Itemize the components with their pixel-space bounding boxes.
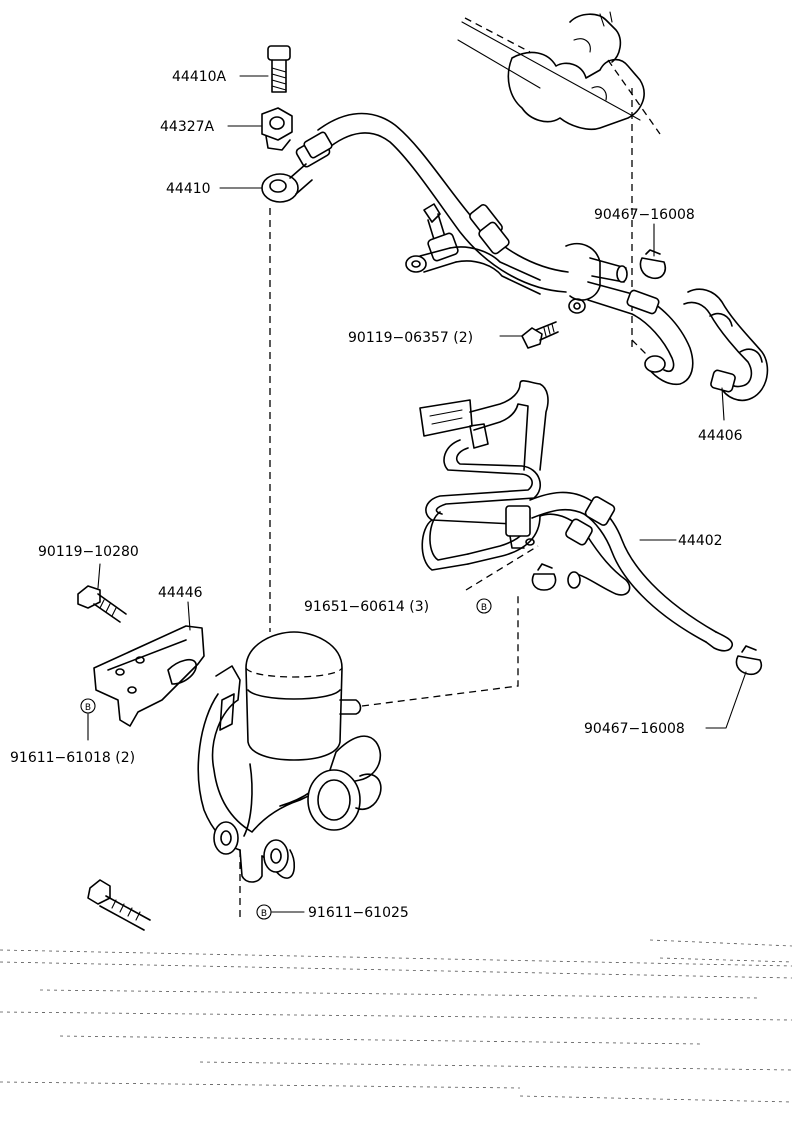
marker-b-91611-61018: B bbox=[80, 698, 96, 714]
hose-clamp-90467-top bbox=[639, 249, 667, 280]
oil-cooler-pipe bbox=[419, 380, 734, 652]
callout-44410: 44410 bbox=[166, 181, 211, 197]
bolt-90119-10280 bbox=[77, 585, 127, 623]
hose-clamp-90467-bottom bbox=[735, 645, 763, 676]
callout-44327A: 44327A bbox=[160, 119, 215, 135]
callout-90119-06357: 90119−06357 (2) bbox=[348, 330, 473, 346]
callout-90467-16008-top: 90467−16008 bbox=[594, 207, 695, 223]
marker-b-91651: B bbox=[476, 598, 492, 614]
leader-lines bbox=[87, 75, 747, 741]
scan-artifacts bbox=[0, 939, 792, 1103]
callout-91611-61025: 91611−61025 bbox=[308, 905, 409, 921]
marker-b-label-3: B bbox=[261, 909, 267, 919]
connection-lines bbox=[239, 208, 539, 918]
callout-90467-16008-bottom: 90467−16008 bbox=[584, 721, 685, 737]
union-fitting-44410 bbox=[261, 163, 313, 203]
marker-b-91611-61025: B bbox=[256, 904, 305, 920]
power-steering-pump bbox=[197, 631, 382, 883]
pressure-hose bbox=[295, 112, 569, 293]
callout-44402: 44402 bbox=[678, 533, 723, 549]
marker-b-label-2: B bbox=[85, 703, 91, 713]
bolt-90119-06357 bbox=[521, 321, 559, 349]
hose-clamp-bracket bbox=[405, 203, 628, 314]
callout-44406: 44406 bbox=[698, 428, 743, 444]
hose-clamp-small bbox=[531, 563, 557, 591]
pump-bracket-44446 bbox=[93, 625, 205, 727]
union-bolt-44410A bbox=[267, 45, 291, 93]
callout-44410A: 44410A bbox=[172, 69, 227, 85]
return-tube bbox=[587, 281, 694, 386]
callout-90119-10280: 90119−10280 bbox=[38, 544, 139, 560]
callout-91651-60614: 91651−60614 (3) bbox=[304, 599, 429, 615]
callout-labels: 44410A 44327A 44410 90467−16008 90119−06… bbox=[10, 69, 743, 921]
marker-b-label-1: B bbox=[481, 603, 487, 613]
gasket-44327A bbox=[261, 107, 293, 151]
callout-91611-61018: 91611−61018 (2) bbox=[10, 750, 135, 766]
callout-44446: 44446 bbox=[158, 585, 203, 601]
return-hose-44406 bbox=[683, 288, 769, 402]
bolt-lower-left bbox=[87, 879, 151, 931]
